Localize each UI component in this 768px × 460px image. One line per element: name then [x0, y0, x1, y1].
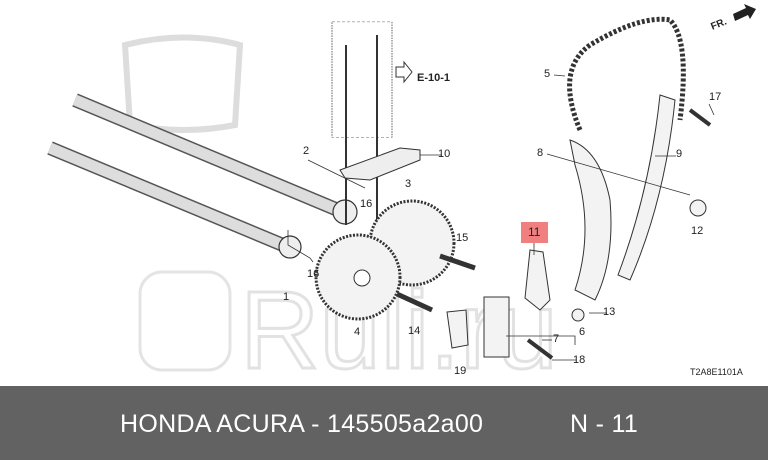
bolt-group-frame	[331, 21, 393, 138]
leader-lines	[287, 74, 715, 361]
auto-tensioner-6	[483, 296, 510, 358]
svg-text:Ruli.ru: Ruli.ru	[240, 269, 558, 386]
tensioner-lever-11	[524, 249, 551, 311]
bolt-12	[689, 199, 707, 217]
part-position: N - 11	[570, 410, 639, 438]
callout-19: 19	[454, 365, 467, 377]
honda-logo-watermark	[121, 34, 244, 133]
reference-arrow-icon	[395, 60, 413, 84]
callout-7: 7	[553, 333, 560, 345]
callout-3: 3	[405, 178, 412, 190]
callout-8: 8	[537, 147, 544, 159]
bolt-13	[571, 308, 585, 322]
gasket-19	[446, 309, 469, 349]
callout-17: 17	[709, 91, 722, 103]
front-direction-arrow-icon	[733, 4, 756, 21]
tensioner-arm-8	[569, 139, 612, 301]
caption-bar: HONDA ACURA - 145505a2a00 N - 11	[0, 386, 768, 460]
chain-guide-9	[617, 94, 676, 281]
bolt-15	[439, 253, 476, 271]
callout-11[interactable]: 11	[528, 225, 541, 239]
callout-15: 15	[456, 232, 469, 244]
callout-12: 12	[691, 225, 704, 237]
callout-13: 13	[603, 306, 616, 318]
callout-9: 9	[676, 148, 683, 160]
timing-chain-5	[567, 16, 686, 131]
parts-diagram: Ruli.ru	[47, 4, 756, 386]
callout-10: 10	[438, 148, 451, 160]
cam-holder-10	[339, 147, 421, 181]
callout-4: 4	[354, 326, 361, 338]
bolt-14	[395, 291, 434, 313]
camshaft-upper	[72, 93, 358, 225]
camshaft-lower	[47, 141, 302, 259]
drawing-code: T2A8E1101A	[690, 367, 743, 377]
bolt-17	[688, 108, 712, 127]
callout-5: 5	[544, 68, 551, 80]
callout-1: 1	[283, 291, 290, 303]
reference-label[interactable]: E-10-1	[417, 72, 451, 84]
bolt-18	[526, 338, 554, 360]
part-title: HONDA ACURA - 145505a2a00	[120, 410, 484, 438]
callout-2: 2	[303, 145, 310, 157]
callout-16a: 16	[360, 198, 373, 210]
callout-14: 14	[408, 325, 421, 337]
highlighted-callout-box	[521, 222, 548, 243]
bolts	[345, 35, 378, 225]
callout-6: 6	[579, 326, 586, 338]
callout-16b: 16	[307, 268, 320, 280]
callout-18: 18	[573, 354, 586, 366]
